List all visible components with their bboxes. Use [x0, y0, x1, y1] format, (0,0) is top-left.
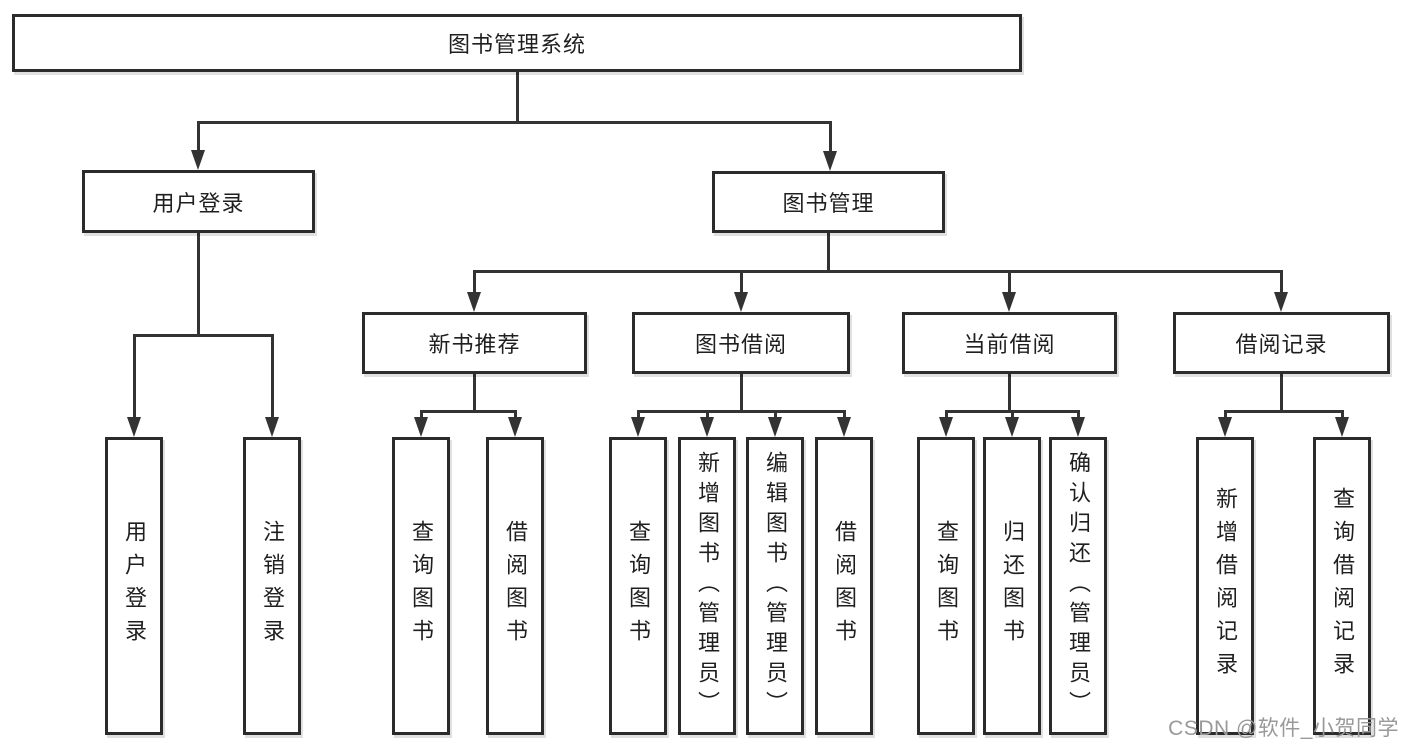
arrowhead-icon [127, 417, 141, 437]
leaf-label: 借阅图书 [503, 520, 528, 652]
leaf-label: 新增图书（管理员） [695, 451, 720, 721]
connector-root-branch [197, 121, 832, 124]
leaf-newbook-query-books: 查询图书 [392, 437, 450, 735]
leaf-label: 借阅图书 [832, 520, 857, 652]
connector-drop [829, 121, 832, 152]
connector-drop [197, 121, 200, 151]
leaf-label: 确认归还（管理员） [1066, 451, 1091, 721]
leaf-borrow-edit-books-admin: 编辑图书（管理员） [746, 437, 804, 735]
csdn-watermark: CSDN @软件_小贺同学 [1168, 717, 1399, 740]
leaf-borrow-add-books-admin: 新增图书（管理员） [678, 437, 736, 735]
connector-drop [271, 334, 274, 418]
connector-bookmgmt-branch [473, 270, 1283, 273]
node-label: 用户登录 [152, 190, 245, 216]
leaf-label: 查询图书 [934, 520, 959, 652]
leaf-label: 注销登录 [260, 520, 285, 652]
node-user-login: 用户登录 [82, 170, 315, 233]
leaf-label: 新增借阅记录 [1213, 487, 1238, 685]
arrowhead-icon [1335, 417, 1349, 437]
arrowhead-icon [1218, 417, 1232, 437]
arrowhead-icon [700, 417, 714, 437]
leaf-logout: 注销登录 [243, 437, 301, 735]
connector-userlogin-branch [133, 334, 274, 337]
leaf-current-query-books: 查询图书 [917, 437, 975, 735]
node-book-management: 图书管理 [712, 171, 945, 233]
node-system-root: 图书管理系统 [12, 14, 1022, 72]
arrowhead-icon [265, 417, 279, 437]
arrowhead-icon [631, 417, 645, 437]
connector-drop [1011, 410, 1014, 420]
leaf-records-add-record: 新增借阅记录 [1196, 437, 1254, 735]
leaf-label: 编辑图书（管理员） [763, 451, 788, 721]
node-current-borrow: 当前借阅 [902, 312, 1117, 374]
leaf-current-confirm-return-admin: 确认归还（管理员） [1049, 437, 1107, 735]
connector-drop [420, 410, 423, 420]
leaf-label: 归还图书 [1000, 520, 1025, 652]
leaf-label: 查询借阅记录 [1330, 487, 1355, 685]
connector-drop [1224, 410, 1227, 420]
connector-drop [1280, 270, 1283, 294]
connector-bookmgmt-stem [827, 233, 830, 273]
node-label: 当前借阅 [963, 332, 1056, 357]
connector-drop [740, 270, 743, 294]
connector-drop [945, 410, 948, 420]
arrowhead-icon [508, 417, 522, 437]
arrowhead-icon [823, 151, 837, 171]
node-book-borrow: 图书借阅 [632, 312, 850, 374]
node-label: 图书管理 [782, 191, 875, 216]
arrowhead-icon [734, 292, 748, 312]
connector-drop [706, 410, 709, 420]
leaf-label: 查询图书 [626, 520, 651, 652]
leaf-newbook-borrow-books: 借阅图书 [486, 437, 544, 735]
connector-drop [637, 410, 640, 420]
arrowhead-icon [467, 292, 481, 312]
leaf-user-login: 用户登录 [105, 437, 163, 735]
arrowhead-icon [1071, 417, 1085, 437]
connector-drop [774, 410, 777, 420]
leaf-borrow-query-books: 查询图书 [609, 437, 667, 735]
arrowhead-icon [191, 150, 205, 170]
node-label: 新书推荐 [428, 332, 521, 357]
connector-borrow-stem [740, 373, 743, 413]
connector-records-branch [1224, 410, 1344, 413]
connector-borrow-branch [637, 410, 846, 413]
node-borrow-records: 借阅记录 [1173, 312, 1390, 374]
connector-drop [473, 270, 476, 294]
connector-drop [1077, 410, 1080, 420]
connector-newbook-branch [420, 410, 517, 413]
connector-drop [514, 410, 517, 420]
connector-root-stem [516, 71, 519, 124]
arrowhead-icon [837, 417, 851, 437]
node-label: 借阅记录 [1235, 332, 1328, 357]
node-label: 图书管理系统 [447, 32, 586, 57]
node-label: 图书借阅 [694, 332, 787, 357]
leaf-label: 查询图书 [409, 520, 434, 652]
connector-userlogin-stem [197, 233, 200, 337]
arrowhead-icon [1005, 417, 1019, 437]
connector-drop [1341, 410, 1344, 420]
connector-current-stem [1008, 373, 1011, 413]
connector-drop [1008, 270, 1011, 294]
connector-newbook-stem [473, 373, 476, 413]
leaf-records-query-record: 查询借阅记录 [1313, 437, 1371, 735]
arrowhead-icon [768, 417, 782, 437]
connector-drop [133, 334, 136, 418]
arrowhead-icon [414, 417, 428, 437]
connector-records-stem [1280, 373, 1283, 413]
leaf-borrow-borrow-books: 借阅图书 [815, 437, 873, 735]
node-new-book-recommend: 新书推荐 [362, 312, 587, 374]
leaf-label: 用户登录 [122, 520, 147, 652]
leaf-current-return-books: 归还图书 [983, 437, 1041, 735]
arrowhead-icon [939, 417, 953, 437]
arrowhead-icon [1002, 292, 1016, 312]
connector-drop [843, 410, 846, 420]
arrowhead-icon [1274, 292, 1288, 312]
